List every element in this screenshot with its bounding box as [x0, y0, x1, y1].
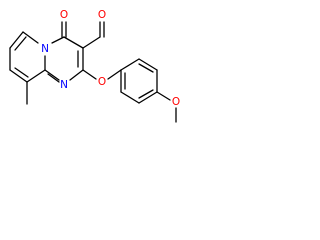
- bond: [107, 69, 122, 80]
- bond: [22, 31, 39, 44]
- atom-labels: N N O O O O: [41, 9, 180, 108]
- bond: [69, 69, 84, 81]
- bond: [14, 36, 27, 51]
- bond: [51, 36, 65, 44]
- bond: [138, 91, 158, 104]
- bond: [26, 69, 46, 83]
- molecule-structure: N N O O O O: [9, 9, 180, 123]
- bond: [9, 31, 24, 49]
- bond: [156, 91, 171, 101]
- oxygen-atom: O: [98, 76, 106, 88]
- bond: [120, 58, 140, 71]
- bond: [63, 36, 84, 49]
- bond: [82, 69, 97, 80]
- bond: [14, 67, 29, 78]
- bond: [138, 58, 158, 71]
- bond: [47, 73, 60, 83]
- nitrogen-atom: N: [60, 79, 68, 91]
- bond: [138, 63, 154, 73]
- oxygen-atom: O: [172, 96, 180, 108]
- bond: [82, 36, 101, 49]
- bond: [120, 91, 140, 104]
- oxygen-atom: O: [98, 9, 106, 21]
- bond: [9, 69, 28, 83]
- nitrogen-atom: N: [41, 43, 49, 55]
- bond: [138, 89, 154, 99]
- bond: [44, 69, 60, 81]
- oxygen-atom: O: [60, 9, 68, 21]
- bonds: [9, 21, 177, 123]
